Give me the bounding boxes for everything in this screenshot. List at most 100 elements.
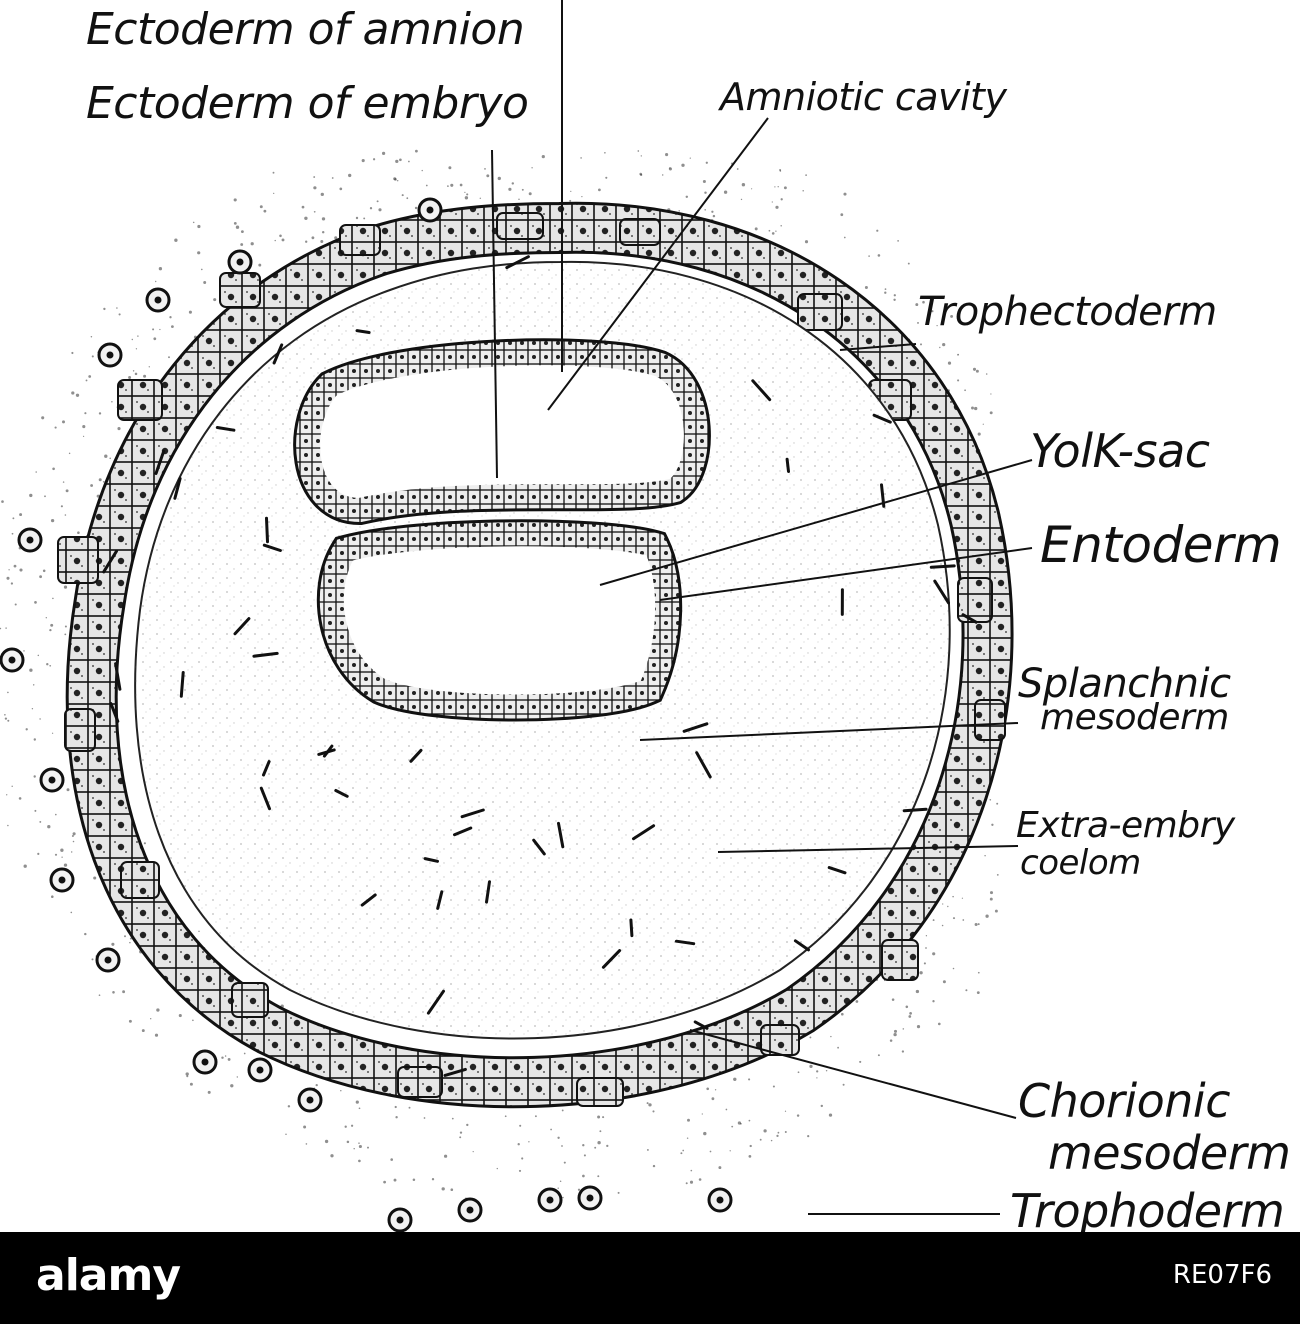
mesenchyme-dash	[902, 807, 928, 813]
loose-cell-nucleus	[546, 1196, 554, 1204]
loose-cell-nucleus	[236, 258, 244, 266]
stipple-dot	[259, 205, 263, 209]
stipple-dot	[597, 1115, 601, 1119]
mesenchyme-dash	[233, 617, 251, 636]
stipple-dot	[116, 307, 118, 309]
stipple-dot	[331, 177, 334, 179]
stipple-dot	[358, 1159, 361, 1163]
stipple-dot	[158, 267, 163, 271]
stipple-dot	[776, 1134, 779, 1138]
stipple-dot	[820, 1104, 824, 1108]
stipple-dot	[797, 1071, 800, 1074]
stipple-dot	[557, 1136, 560, 1139]
stipple-dot	[90, 336, 93, 338]
stipple-dot	[207, 1090, 211, 1094]
stipple-dot	[45, 617, 47, 619]
mesenchyme-dash	[682, 722, 709, 733]
stipple-dot	[496, 1167, 498, 1170]
stipple-dot	[908, 1015, 912, 1018]
villus-bump	[57, 536, 99, 584]
stipple-dot	[689, 1180, 694, 1184]
stipple-dot	[395, 1116, 398, 1119]
stipple-dot	[723, 190, 728, 194]
mesenchyme-dash	[262, 543, 282, 552]
stipple-dot	[784, 1110, 787, 1112]
loose-cell-nucleus	[716, 1196, 724, 1204]
stipple-dot	[855, 1000, 859, 1003]
stipple-dot	[996, 873, 999, 876]
stipple-dot	[928, 306, 931, 308]
mesenchyme-dash	[109, 702, 120, 723]
villus-bump	[120, 861, 160, 899]
stipple-dot	[305, 240, 308, 243]
stipple-dot	[346, 1140, 350, 1144]
stipple-dot	[891, 998, 895, 1001]
stipple-dot	[189, 1082, 193, 1086]
stipple-dot	[372, 158, 376, 161]
leader-coelom	[717, 845, 1019, 853]
stipple-dot	[62, 481, 65, 483]
stipple-dot	[14, 603, 17, 606]
stipple-dot	[923, 962, 926, 965]
stipple-dot	[569, 199, 572, 202]
stipple-dot	[91, 355, 94, 358]
stipple-dot	[129, 937, 132, 940]
mesenchyme-dash	[334, 789, 349, 798]
stipple-dot	[915, 989, 920, 994]
stipple-dot	[809, 1036, 812, 1039]
stipple-dot	[749, 1144, 752, 1148]
stipple-dot	[224, 1055, 227, 1057]
stipple-dot	[188, 310, 192, 314]
stipple-dot	[704, 209, 706, 211]
stipple-dot	[840, 213, 844, 217]
stipple-dot	[599, 1130, 602, 1133]
label-yolk-sac: YolK-sac	[1030, 424, 1210, 478]
stipple-dot	[763, 1129, 767, 1133]
stipple-dot	[952, 917, 956, 920]
stipple-dot	[263, 209, 267, 213]
villus-bump	[117, 379, 163, 421]
stipple-dot	[598, 188, 601, 192]
stipple-dot	[809, 1064, 813, 1069]
stipple-dot	[775, 205, 779, 209]
stipple-dot	[72, 832, 76, 836]
stipple-dot	[153, 337, 157, 341]
stipple-dot	[63, 585, 68, 589]
stipple-dot	[479, 197, 482, 200]
stipple-dot	[774, 186, 776, 188]
stipple-dot	[88, 375, 92, 378]
stipple-dot	[143, 374, 147, 378]
stipple-dot	[39, 718, 41, 720]
stipple-dot	[12, 517, 15, 520]
stipple-dot	[304, 216, 308, 220]
stipple-dot	[740, 1122, 742, 1125]
stipple-dot	[893, 294, 896, 297]
stipple-dot	[711, 1097, 715, 1101]
mesenchyme-dash	[453, 826, 473, 837]
villus-bump	[339, 224, 381, 256]
loose-cell-nucleus	[154, 296, 162, 304]
stipple-dot	[805, 174, 807, 176]
stipple-dot	[394, 1105, 397, 1109]
stipple-dot	[905, 1005, 909, 1009]
stipple-dot	[313, 176, 316, 178]
stipple-dot	[143, 842, 146, 845]
stipple-dot	[415, 149, 418, 153]
stipple-dot	[34, 601, 37, 604]
stipple-dot	[243, 1052, 246, 1055]
leader-trophectoderm	[839, 343, 917, 351]
stipple-dot	[534, 1115, 537, 1118]
stipple-dot	[353, 1147, 355, 1150]
leader-lines	[491, 0, 1033, 1215]
stipple-dot	[770, 1139, 773, 1142]
stipple-dot	[321, 217, 326, 221]
stipple-dot	[355, 1100, 359, 1104]
mesenchyme-cells	[102, 255, 978, 1077]
stipple-dot	[358, 1144, 362, 1149]
stipple-dot	[563, 1161, 566, 1164]
leader-yolk-sac	[599, 459, 1033, 586]
stipple-dot	[71, 351, 74, 355]
label-trophoderm: Trophoderm	[1010, 1184, 1285, 1238]
mesenchyme-dash	[485, 880, 491, 904]
stipple-dot	[952, 895, 954, 898]
